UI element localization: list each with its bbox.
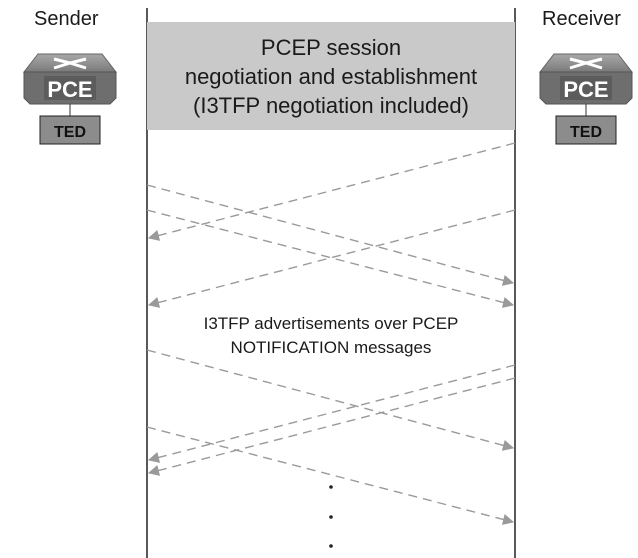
advertisement-line: NOTIFICATION messages: [226, 336, 436, 360]
message-arrow: [147, 209, 516, 308]
sender-label: Sender: [34, 8, 99, 30]
sender-pce-router-icon: [22, 53, 118, 145]
receiver-label: Receiver: [542, 8, 621, 30]
message-arrow: [147, 377, 516, 476]
receiver-pce-router-icon: [538, 53, 634, 145]
session-box-line: negotiation and establishment: [184, 63, 478, 89]
advertisement-line: I3TFP advertisements over PCEP: [199, 312, 463, 336]
continuation-dots: [329, 485, 333, 548]
message-arrow: [146, 426, 515, 525]
message-arrows: [146, 142, 516, 525]
session-negotiation-box: PCEP session negotiation and establishme…: [147, 22, 515, 130]
session-box-line: PCEP session: [260, 34, 402, 60]
message-arrow: [147, 142, 516, 241]
sender-pce-label: PCE: [47, 77, 92, 102]
session-box-line: (I3TFP negotiation included): [193, 92, 469, 118]
sender-ted-label: TED: [54, 124, 86, 141]
receiver-ted-label: TED: [570, 124, 602, 141]
message-arrow: [146, 184, 515, 286]
advertisement-caption: I3TFP advertisements over PCEP NOTIFICAT…: [147, 312, 515, 360]
receiver-pce-label: PCE: [563, 77, 608, 102]
message-arrow: [146, 349, 515, 451]
message-arrow: [146, 209, 515, 308]
message-arrow: [147, 364, 516, 463]
